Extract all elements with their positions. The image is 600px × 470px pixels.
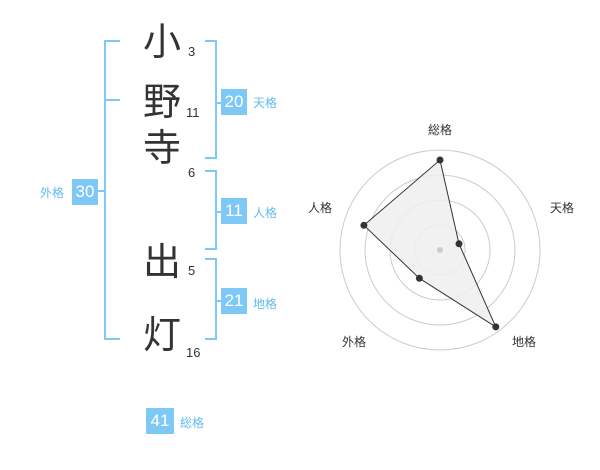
radar-point-0: [436, 156, 444, 164]
name-char-5: 灯: [142, 313, 181, 357]
stroke-count-1: 3: [188, 44, 196, 59]
name-char-4: 出: [142, 240, 181, 284]
chikaku-bracket-top: [205, 258, 217, 260]
gaikaku-badge: 30: [72, 179, 98, 205]
soukaku-badge: 41: [146, 408, 174, 434]
chikaku-bracket-bottom: [205, 338, 217, 340]
radar-points: [360, 156, 500, 331]
gaikaku-bracket-bottom: [104, 338, 120, 340]
tenkaku-bracket-top: [205, 40, 217, 42]
radar-label-jinkaku: 人格: [308, 200, 332, 215]
tenkaku-connector: [217, 102, 223, 104]
chikaku-connector: [217, 300, 223, 302]
chikaku-bracket-line: [215, 258, 217, 340]
chikaku-label: 地格: [253, 297, 278, 311]
radar-label-tenkaku: 天格: [550, 200, 574, 215]
jinkaku-bracket-bottom: [205, 248, 217, 250]
name-char-3: 寺: [142, 126, 181, 170]
jinkaku-connector: [217, 211, 223, 213]
radar-label-gaikaku: 外格: [342, 334, 366, 349]
jinkaku-badge: 11: [221, 198, 247, 224]
jinkaku-label: 人格: [253, 206, 278, 220]
radar-ring: [339, 149, 541, 351]
name-char-2: 野: [142, 80, 181, 124]
gaikaku-label: 外格: [40, 186, 65, 200]
gaikaku-bracket-line: [104, 40, 106, 340]
gaikaku-bracket-top: [104, 40, 120, 42]
chikaku-badge: 21: [221, 288, 247, 314]
tenkaku-label: 天格: [253, 96, 278, 110]
name-char-1: 小: [142, 20, 181, 64]
tenkaku-badge: 20: [221, 89, 247, 115]
radar-point-1: [455, 240, 463, 248]
radar-point-2: [492, 323, 500, 331]
radar-point-3: [415, 274, 423, 282]
jinkaku-bracket-line: [215, 170, 217, 250]
radar-center: [437, 247, 443, 253]
radar-label-soukaku: 総格: [428, 122, 452, 137]
radar-label-chikaku: 地格: [512, 334, 536, 349]
stroke-count-2: 11: [186, 105, 200, 120]
jinkaku-bracket-top: [205, 170, 217, 172]
soukaku-label: 総格: [180, 416, 205, 430]
gaikaku-bracket-tick: [104, 99, 120, 101]
stroke-count-4: 5: [188, 263, 196, 278]
gaikaku-connector: [96, 190, 104, 192]
radar-area: [363, 159, 497, 329]
tenkaku-bracket-line: [215, 40, 217, 159]
tenkaku-bracket-bottom: [205, 157, 217, 159]
radar-point-4: [360, 221, 368, 229]
stroke-count-3: 6: [188, 165, 196, 180]
stroke-count-5: 16: [186, 345, 201, 360]
